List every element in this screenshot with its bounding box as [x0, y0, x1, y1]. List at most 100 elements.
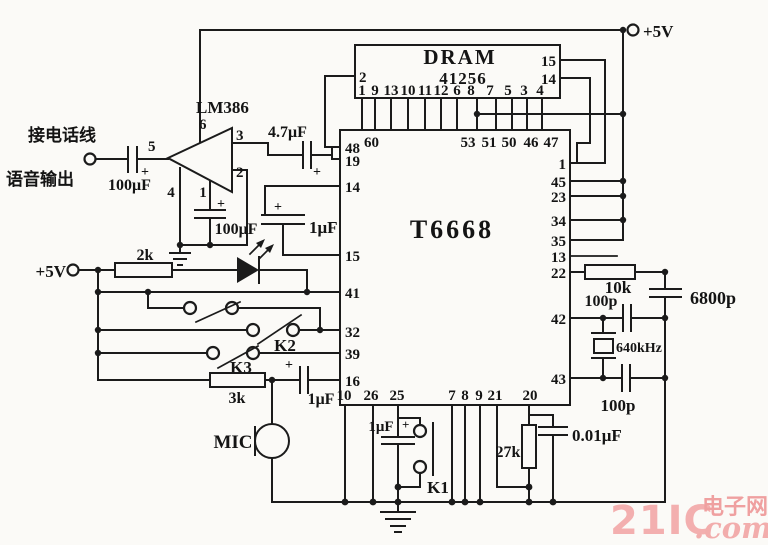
osc-cap-100p-a-label: 100p [585, 293, 618, 310]
dram-pin-2: 2 [359, 70, 367, 86]
dram-model: 41256 [439, 69, 487, 88]
svg-text:20: 20 [523, 388, 538, 404]
svg-text:1: 1 [559, 157, 567, 173]
svg-text:6: 6 [453, 83, 461, 99]
resistor-3k: 3k [209, 372, 266, 407]
switch-s1 [182, 300, 242, 324]
agc-cap-1uf: + 1μF [261, 200, 338, 237]
output-cap-label: 4.7μF [268, 124, 307, 141]
svg-text:32: 32 [345, 325, 360, 341]
switch-k2-label: K2 [274, 336, 296, 355]
dram-bottom-pin-labels: 1 9 13 10 11 12 6 8 7 5 3 4 [358, 83, 544, 99]
svg-text:14: 14 [345, 180, 361, 196]
phone-line-label: 接电话线 [28, 125, 96, 146]
filter-cap-label: 0.01μF [572, 426, 622, 445]
lm386-pin-1: 1 [199, 185, 207, 201]
t6668-bottom-pin-labels: 10 26 25 7 8 9 21 20 [337, 388, 538, 404]
svg-text:15: 15 [345, 249, 360, 265]
svg-text:4: 4 [536, 83, 544, 99]
svg-text:10: 10 [337, 388, 352, 404]
switch-k2: K2 [245, 313, 303, 355]
svg-text:8: 8 [467, 83, 475, 99]
svg-text:+: + [402, 417, 409, 432]
voice-output-label: 语音输出 [6, 169, 74, 190]
vcc-left-label: +5V [36, 262, 67, 281]
svg-text:9: 9 [371, 83, 379, 99]
resistor-27k: 27k [496, 424, 537, 469]
filter-cap-0_01uf: 0.01μF [538, 426, 622, 445]
lm386-pin-6: 6 [199, 117, 207, 133]
svg-text:+: + [141, 165, 149, 180]
svg-text:5: 5 [504, 83, 512, 99]
dram-pin-15: 15 [541, 54, 556, 70]
osc-cap-100p-b-label: 100p [601, 396, 636, 415]
vcc-top-label: +5V [643, 22, 674, 41]
svg-text:9: 9 [475, 388, 483, 404]
gain-cap-label: 100μF [215, 221, 258, 238]
lm386-label: LM386 [196, 98, 249, 117]
svg-text:13: 13 [551, 250, 566, 266]
mic-coupling-cap: + 1μF [285, 358, 335, 408]
t6668-left-pin-labels: 48 19 14 15 41 32 39 16 [345, 141, 361, 390]
svg-text:19: 19 [345, 154, 360, 170]
resistor-10k: 10k [584, 264, 636, 297]
start-cap-1uf: 1μF + [368, 417, 415, 445]
resistor-27k-label: 27k [496, 444, 521, 461]
svg-text:41: 41 [345, 286, 360, 302]
switch-k1: K1 [412, 422, 449, 497]
t6668-name: T6668 [410, 215, 494, 244]
led [237, 239, 274, 284]
audio-io: 接电话线 语音输出 + 100μF [6, 125, 151, 194]
svg-text:3: 3 [520, 83, 528, 99]
t6668-top-pin-labels: 60 53 51 50 46 47 [364, 135, 559, 151]
svg-text:48: 48 [345, 141, 360, 157]
svg-text:22: 22 [551, 266, 566, 282]
svg-text:50: 50 [502, 135, 517, 151]
svg-text:47: 47 [544, 135, 560, 151]
resistor-10k-label: 10k [605, 278, 632, 297]
osc-cap-6800p-label: 6800p [690, 288, 736, 308]
svg-text:53: 53 [461, 135, 476, 151]
vcc-left-terminal: +5V [36, 262, 80, 281]
svg-text:25: 25 [390, 388, 405, 404]
svg-text:10: 10 [401, 83, 416, 99]
osc-cap-6800p: 6800p [649, 288, 736, 308]
microphone: MIC [213, 423, 290, 459]
gain-cap-100uf: + 100μF [194, 197, 258, 238]
watermark: 21IC 电子网 .com [610, 495, 768, 545]
output-cap-4_7uf: + 4.7μF [268, 124, 321, 180]
svg-text:11: 11 [418, 83, 432, 99]
mic-cap-label: 1μF [308, 391, 335, 408]
vcc-top-terminal: +5V [626, 22, 674, 41]
svg-text:60: 60 [364, 135, 379, 151]
mic-label: MIC [213, 432, 252, 453]
svg-text:46: 46 [524, 135, 540, 151]
switch-k1-label: K1 [427, 478, 449, 497]
start-cap-label: 1μF [368, 419, 393, 435]
svg-text:12: 12 [434, 83, 449, 99]
svg-text:23: 23 [551, 190, 566, 206]
crystal-640khz: 640kHz [591, 332, 662, 359]
svg-text:13: 13 [384, 83, 399, 99]
svg-text:39: 39 [345, 347, 360, 363]
ground-symbol-small [169, 244, 191, 266]
watermark-site: 电子网 [702, 495, 768, 520]
watermark-brand: 21IC [610, 498, 714, 544]
t6668-chip: T6668 60 53 51 50 46 47 48 19 14 15 41 3… [337, 129, 571, 406]
resistor-3k-label: 3k [229, 390, 246, 407]
agc-cap-label: 1μF [309, 218, 338, 237]
svg-text:42: 42 [551, 312, 566, 328]
osc-cap-100p-b: 100p [601, 364, 636, 415]
lm386-pin-2: 2 [236, 165, 244, 181]
dram-chip: DRAM 41256 2 15 14 1 9 13 10 11 12 6 8 7… [354, 44, 561, 99]
svg-text:+: + [313, 165, 321, 180]
phone-line-terminal [83, 152, 97, 166]
svg-text:+: + [274, 200, 282, 215]
svg-text:8: 8 [461, 388, 469, 404]
svg-text:7: 7 [448, 388, 456, 404]
watermark-domain: .com [694, 511, 768, 545]
resistor-2k: 2k [114, 247, 173, 278]
svg-text:7: 7 [486, 83, 494, 99]
